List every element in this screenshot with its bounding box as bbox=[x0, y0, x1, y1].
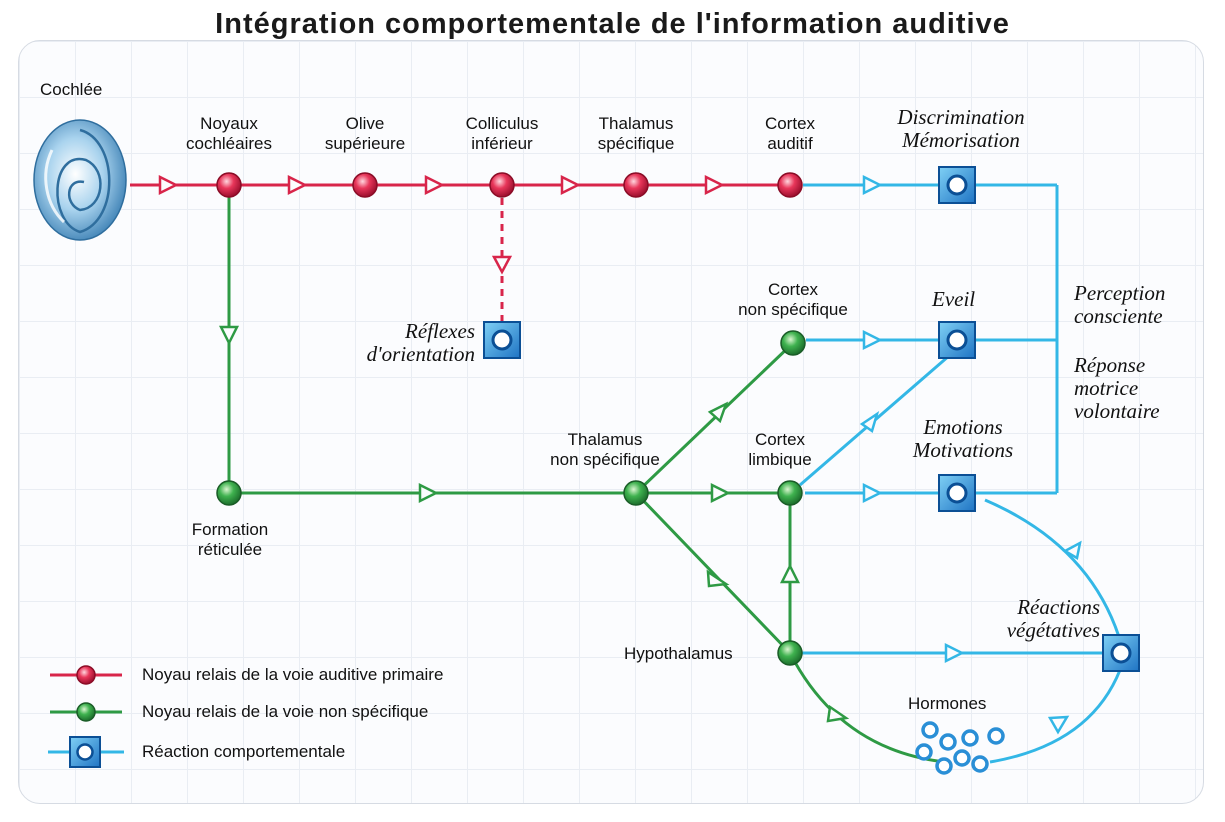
box-eveil bbox=[939, 322, 975, 358]
hormones-cluster-icon bbox=[917, 723, 1003, 773]
arrow-icon bbox=[708, 572, 726, 586]
node-cortex-non-specifique bbox=[781, 331, 805, 355]
hormones-to-vegetative-curve bbox=[990, 670, 1120, 762]
label-hormones: Hormones bbox=[908, 694, 986, 714]
arrow-icon bbox=[864, 485, 880, 501]
legend-symbols bbox=[48, 666, 124, 767]
arrow-icon bbox=[420, 485, 436, 501]
box-emotions bbox=[939, 475, 975, 511]
node-cortex-auditif bbox=[778, 173, 802, 197]
arrow-icon bbox=[160, 177, 176, 193]
node-thalamus-non-specifique bbox=[624, 481, 648, 505]
arrow-icon bbox=[221, 327, 237, 343]
node-noyaux-cochleaires bbox=[217, 173, 241, 197]
box-reflexes bbox=[484, 322, 520, 358]
box-discrimination bbox=[939, 167, 975, 203]
arrow-icon bbox=[1050, 717, 1067, 732]
behavioral-pathway bbox=[800, 185, 1120, 762]
label-cochlee: Cochlée bbox=[40, 80, 102, 100]
arrow-icon bbox=[562, 177, 578, 193]
box-reactions-vegetatives bbox=[1103, 635, 1139, 671]
arrow-icon bbox=[706, 177, 722, 193]
node-olive-superieure bbox=[353, 173, 377, 197]
arrow-icon bbox=[426, 177, 442, 193]
node-thalamus-specifique bbox=[624, 173, 648, 197]
legend-red-node-icon bbox=[77, 666, 95, 684]
node-formation-reticulee bbox=[217, 481, 241, 505]
node-hypothalamus bbox=[778, 641, 802, 665]
node-cortex-limbique bbox=[778, 481, 802, 505]
nonspecific-arrows bbox=[221, 327, 846, 721]
cochlea-icon bbox=[34, 120, 126, 240]
label-hypothalamus: Hypothalamus bbox=[624, 644, 733, 664]
arrow-icon bbox=[864, 177, 880, 193]
thalamus-to-hypothalamus-line bbox=[636, 493, 790, 653]
arrow-icon bbox=[289, 177, 305, 193]
arrow-icon bbox=[828, 707, 846, 721]
arrow-icon bbox=[712, 485, 728, 501]
legend-item-nonspecific: Noyau relais de la voie non spécifique bbox=[142, 702, 428, 722]
label-eveil: Eveil bbox=[932, 288, 975, 311]
arrow-icon bbox=[494, 257, 510, 272]
arrow-icon bbox=[782, 566, 798, 582]
legend-item-behavioral: Réaction comportementale bbox=[142, 742, 345, 762]
thalamus-to-cortex-nonspec-line bbox=[636, 343, 793, 493]
legend-item-primary: Noyau relais de la voie auditive primair… bbox=[142, 665, 443, 685]
node-colliculus-inferieur bbox=[490, 173, 514, 197]
arrow-icon bbox=[946, 645, 962, 661]
arrow-icon bbox=[864, 332, 880, 348]
legend-green-node-icon bbox=[77, 703, 95, 721]
arrow-icon bbox=[1065, 543, 1080, 558]
